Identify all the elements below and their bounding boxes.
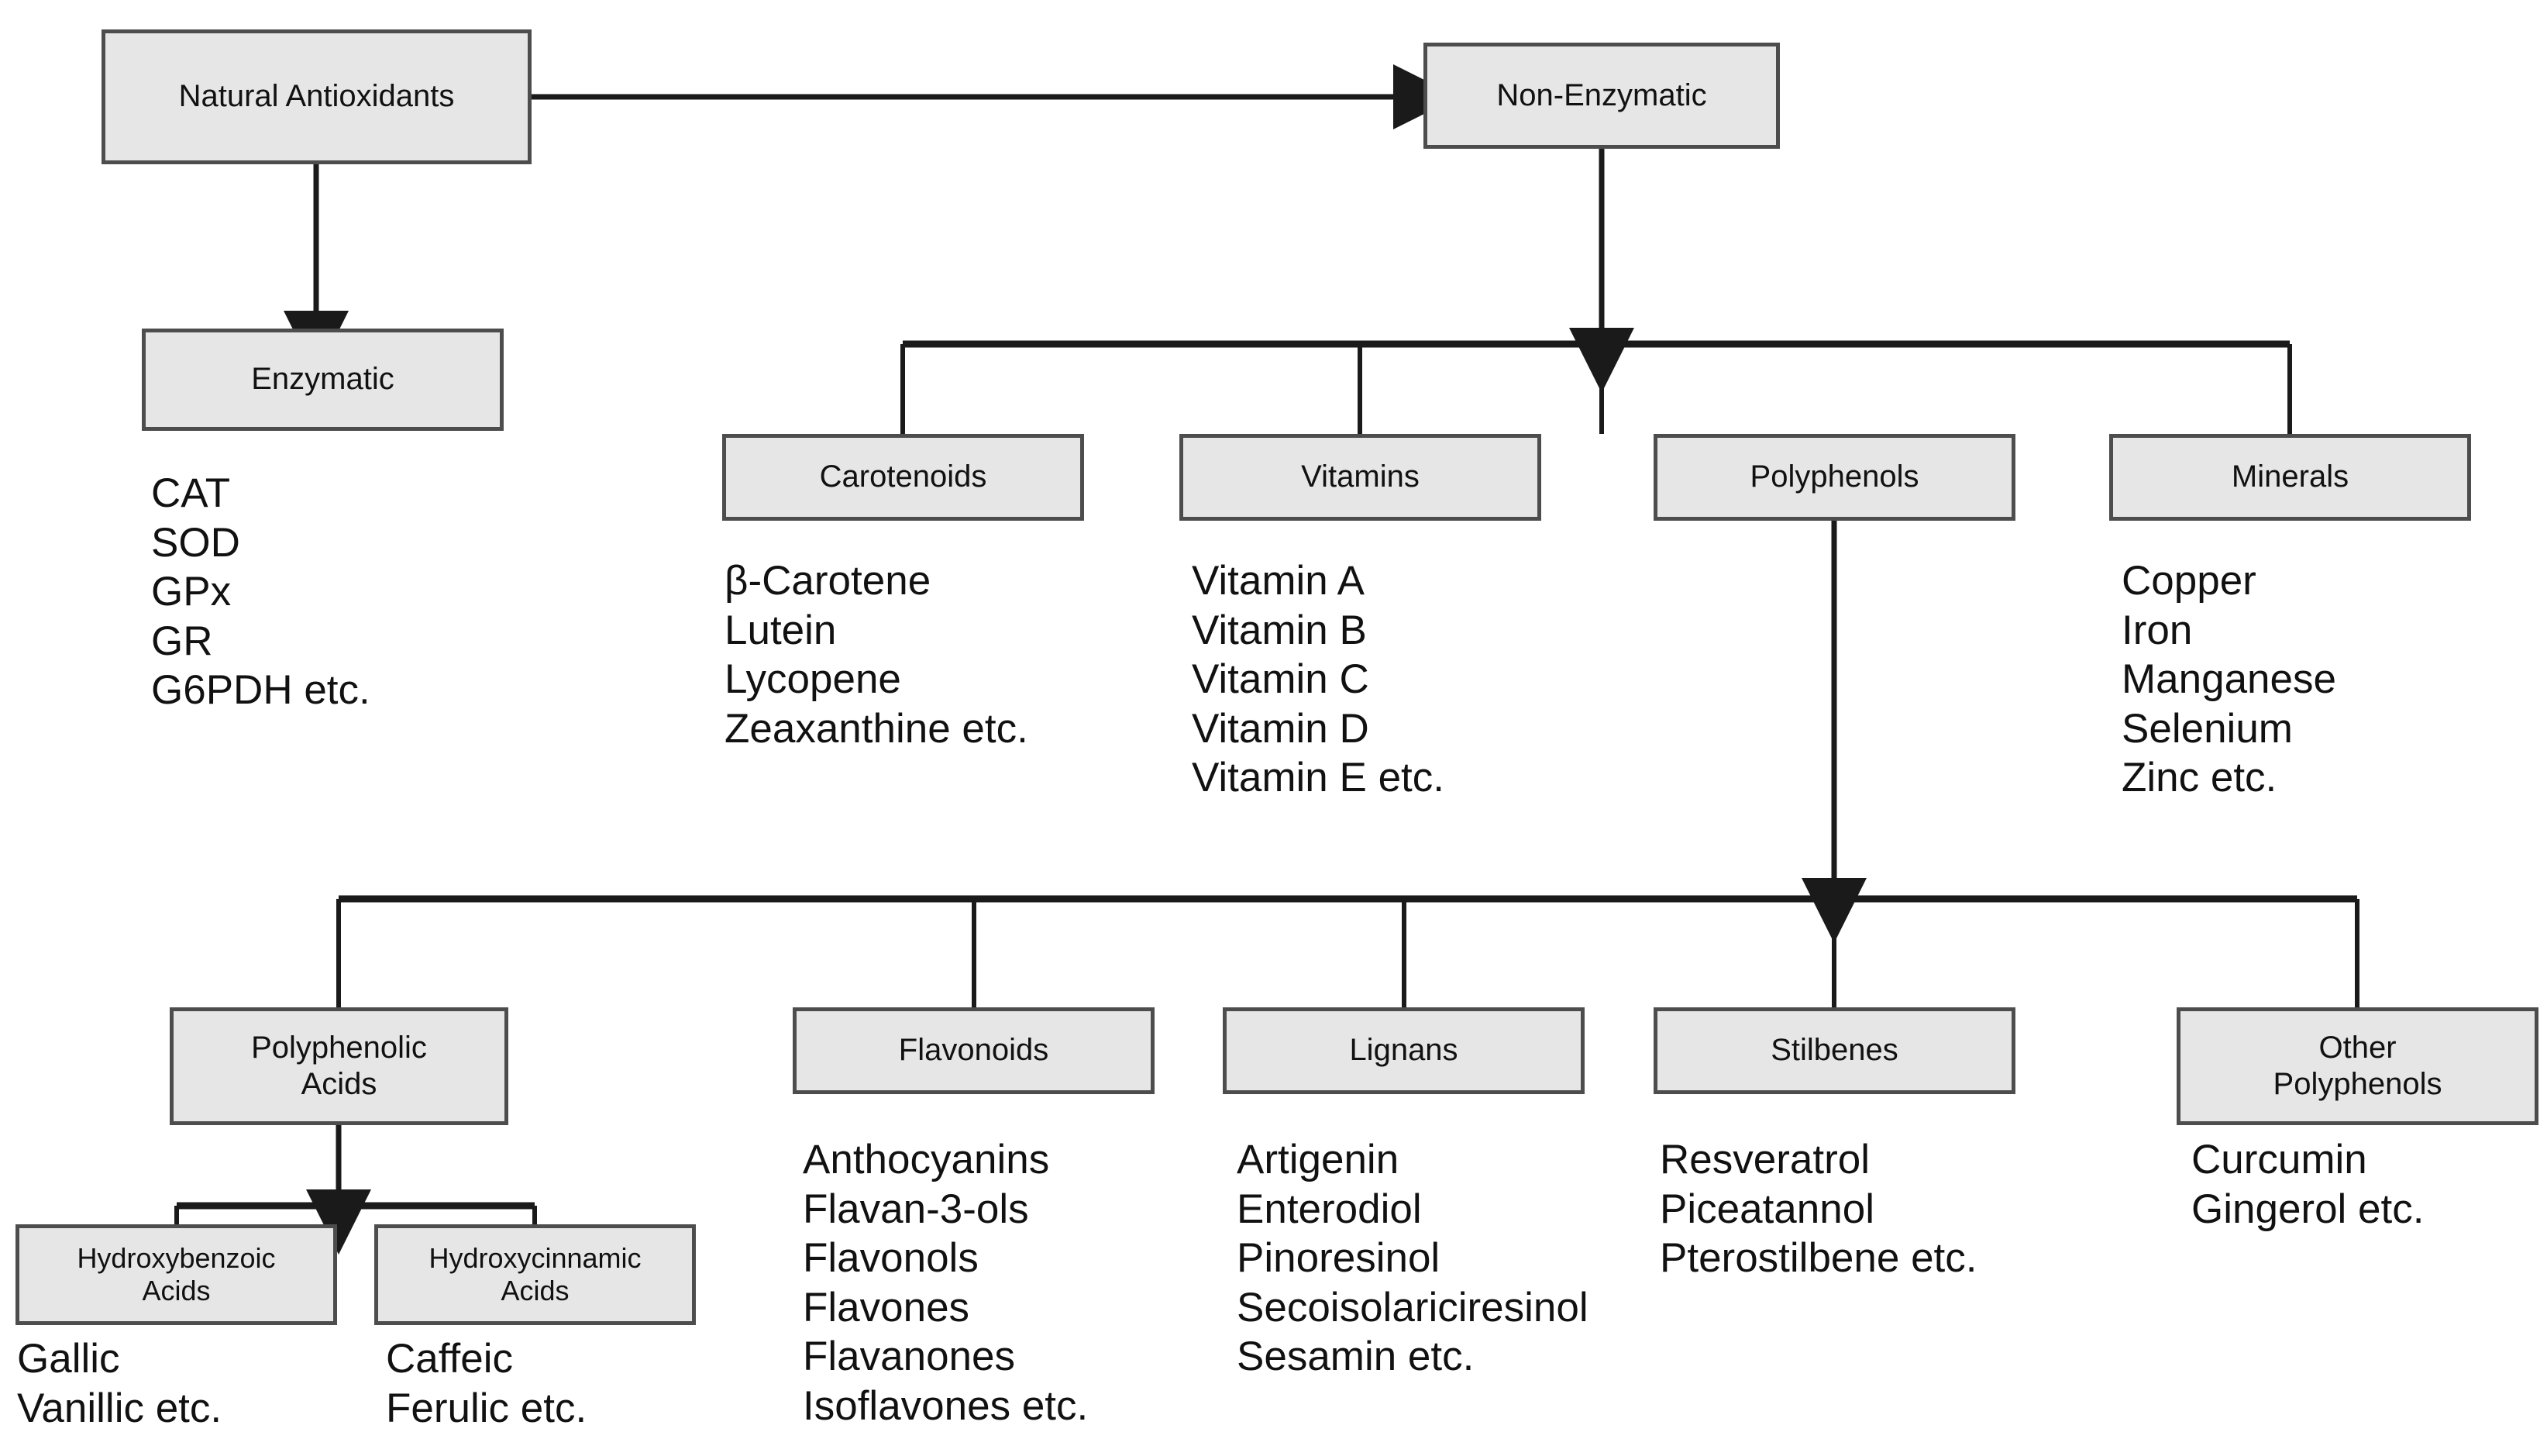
node-label: Enzymatic: [251, 362, 394, 397]
node-polyphenols[interactable]: Polyphenols: [1654, 434, 2015, 521]
node-other-polyphenols[interactable]: Other Polyphenols: [2177, 1007, 2538, 1125]
list-minerals: Copper Iron Manganese Selenium Zinc etc.: [2122, 558, 2336, 801]
node-hydroxycinnamic-acids[interactable]: Hydroxycinnamic Acids: [374, 1224, 696, 1325]
node-enzymatic[interactable]: Enzymatic: [142, 329, 504, 431]
list-hydroxycinnamic-acids: Caffeic Ferulic etc.: [386, 1336, 587, 1431]
node-natural-antioxidants[interactable]: Natural Antioxidants: [102, 29, 532, 164]
node-polyphenolic-acids[interactable]: Polyphenolic Acids: [170, 1007, 508, 1125]
node-label: Polyphenols: [1750, 460, 1919, 494]
node-label: Lignans: [1349, 1033, 1458, 1068]
node-label: Vitamins: [1301, 460, 1420, 494]
node-vitamins[interactable]: Vitamins: [1179, 434, 1541, 521]
node-label: Other Polyphenols: [2273, 1030, 2442, 1101]
list-other-polyphenols: Curcumin Gingerol etc.: [2191, 1137, 2425, 1232]
node-label: Polyphenolic Acids: [251, 1030, 427, 1101]
node-hydroxybenzoic-acids[interactable]: Hydroxybenzoic Acids: [15, 1224, 337, 1325]
list-lignans: Artigenin Enterodiol Pinoresinol Secoiso…: [1237, 1137, 1588, 1380]
node-non-enzymatic[interactable]: Non-Enzymatic: [1423, 43, 1780, 149]
node-label: Carotenoids: [819, 460, 987, 494]
list-flavonoids: Anthocyanins Flavan-3-ols Flavonols Flav…: [803, 1137, 1089, 1429]
node-label: Hydroxybenzoic Acids: [77, 1241, 276, 1306]
node-label: Minerals: [2231, 460, 2349, 494]
node-minerals[interactable]: Minerals: [2109, 434, 2471, 521]
node-flavonoids[interactable]: Flavonoids: [793, 1007, 1155, 1094]
list-vitamins: Vitamin A Vitamin B Vitamin C Vitamin D …: [1192, 558, 1444, 801]
node-label: Flavonoids: [898, 1033, 1049, 1068]
node-carotenoids[interactable]: Carotenoids: [722, 434, 1084, 521]
node-label: Non-Enzymatic: [1496, 77, 1707, 112]
list-stilbenes: Resveratrol Piceatannol Pterostilbene et…: [1660, 1137, 1977, 1282]
node-label: Hydroxycinnamic Acids: [429, 1241, 642, 1306]
list-enzymatic: CAT SOD GPx GR G6PDH etc.: [151, 470, 370, 714]
node-lignans[interactable]: Lignans: [1223, 1007, 1585, 1094]
node-stilbenes[interactable]: Stilbenes: [1654, 1007, 2015, 1094]
node-label: Natural Antioxidants: [178, 79, 455, 114]
node-label: Stilbenes: [1771, 1033, 1898, 1068]
list-hydroxybenzoic-acids: Gallic Vanillic etc.: [17, 1336, 222, 1431]
list-carotenoids: β-Carotene Lutein Lycopene Zeaxanthine e…: [725, 558, 1028, 752]
